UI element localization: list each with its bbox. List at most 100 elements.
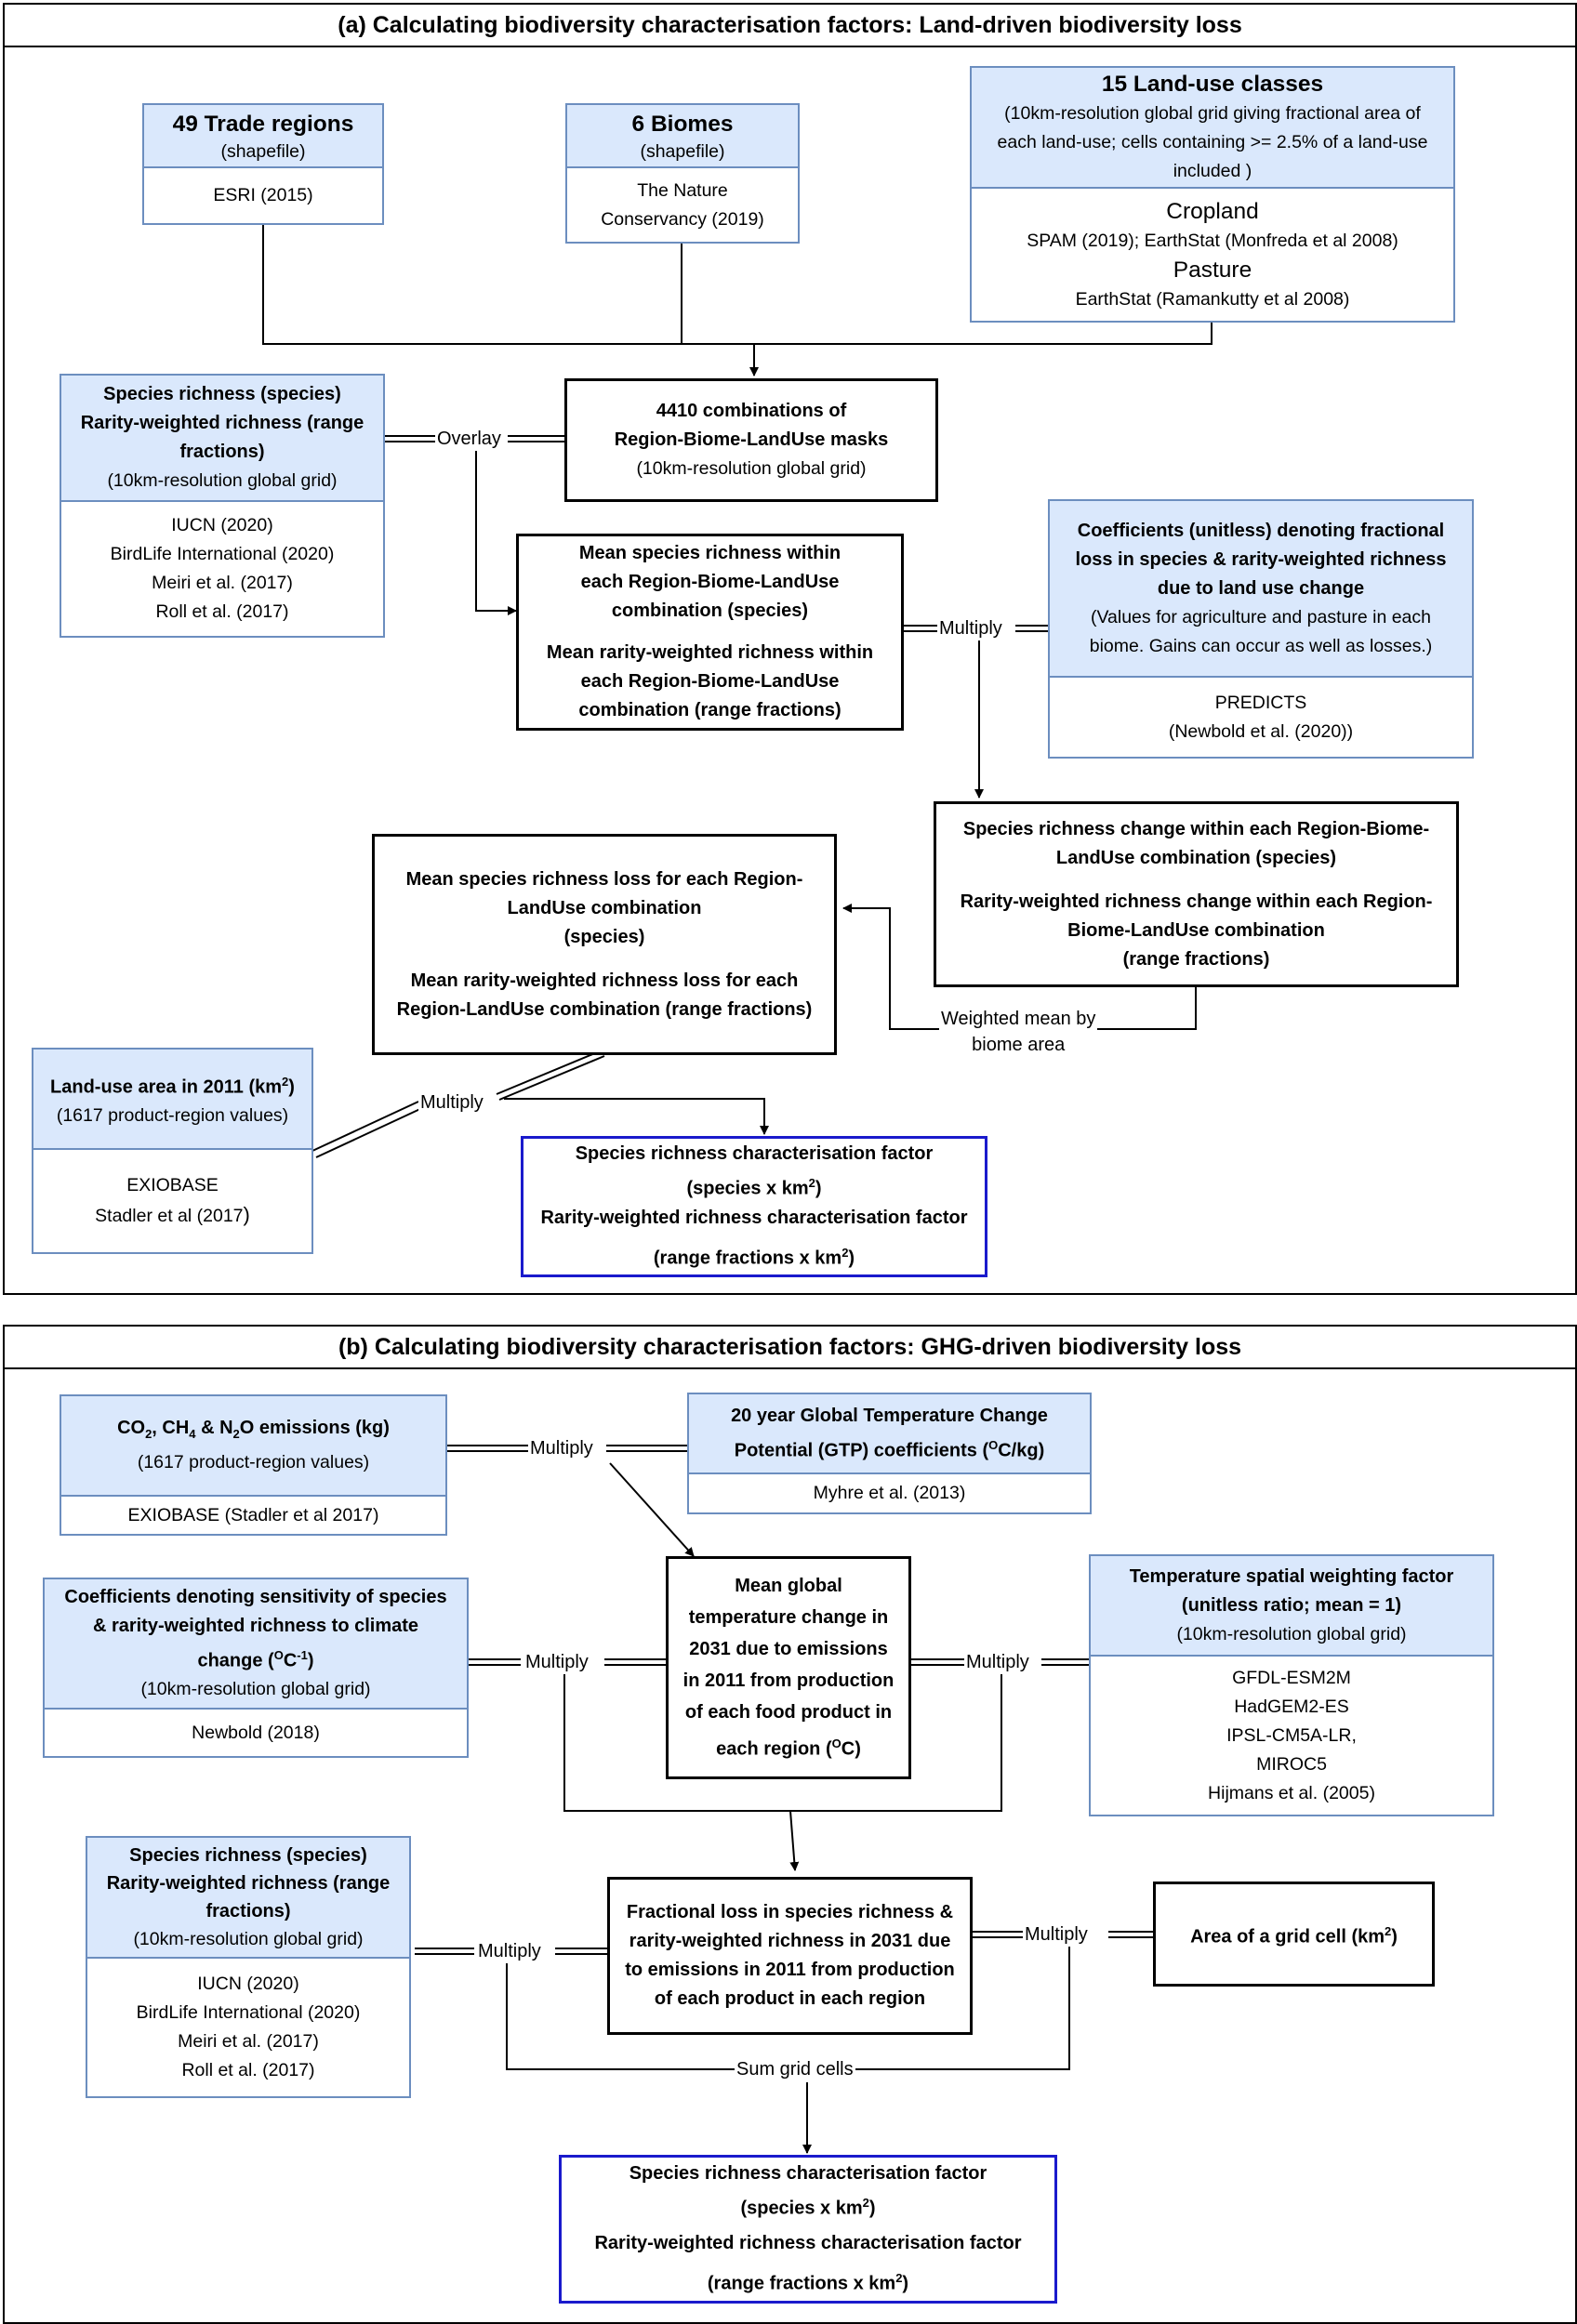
- land-use-classes-title: 15 Land-use classes: [1101, 72, 1324, 97]
- biomes-box: 6 Biomes (shapefile) The Nature Conserva…: [565, 103, 800, 244]
- result-b-line-1: Species richness characterisation factor: [629, 2163, 987, 2185]
- label-multiply-emissions-gtp: Multiply: [528, 1436, 595, 1460]
- species-richness-a-grid: (10km-resolution global grid): [107, 470, 338, 491]
- species-richness-b-line-3: fractions): [205, 1901, 291, 1921]
- panel-b: (b) Calculating biodiversity characteris…: [3, 1325, 1577, 2324]
- sensitivity-box: Coefficients denoting sensitivity of spe…: [43, 1578, 469, 1758]
- species-richness-b-box: Species richness (species) Rarity-weight…: [86, 1836, 411, 2098]
- connector-weighted-mean: [842, 904, 1197, 1030]
- spatial-weight-source-3: IPSL-CM5A-LR,: [1226, 1724, 1357, 1746]
- mean-richness-box: Mean species richness within each Region…: [516, 534, 904, 731]
- arrow-to-temp-change: [609, 1462, 695, 1557]
- coefficients-box: Coefficients (unitless) denoting fractio…: [1048, 499, 1474, 759]
- label-sum-grid-cells: Sum grid cells: [735, 2057, 855, 2081]
- mean-richness-line-2: each Region-Biome-LandUse: [580, 572, 840, 592]
- emissions-subtitle: (1617 product-region values): [137, 1452, 370, 1472]
- result-a-line-3: Rarity-weighted richness characterisatio…: [540, 1208, 968, 1228]
- panel-a: (a) Calculating biodiversity characteris…: [3, 3, 1577, 1295]
- mean-richness-line-1: Mean species richness within: [578, 543, 842, 563]
- combinations-line-1: 4410 combinations of: [656, 401, 847, 421]
- richness-change-line-2: LandUse combination (species): [1055, 847, 1337, 868]
- label-multiply-coefficients: Multiply: [937, 616, 1004, 640]
- spatial-weight-grid: (10km-resolution global grid): [1176, 1623, 1407, 1644]
- cropland-sources: SPAM (2019); EarthStat (Monfreda et al 2…: [1027, 231, 1398, 251]
- mean-loss-line-2: LandUse combination: [507, 897, 702, 918]
- temp-change-line-2: temperature change in: [688, 1607, 889, 1629]
- mean-rarity-line-2: each Region-Biome-LandUse: [580, 671, 840, 692]
- label-overlay: Overlay: [435, 427, 503, 451]
- land-use-classes-desc-3: included ): [1173, 161, 1252, 181]
- species-richness-b-line-1: Species richness (species): [129, 1845, 367, 1866]
- species-richness-a-source-2: BirdLife International (2020): [110, 544, 335, 564]
- sensitivity-grid: (10km-resolution global grid): [140, 1679, 371, 1700]
- gtp-line-2: Potential (GTP) coefficients (OC/kg): [734, 1437, 1045, 1461]
- result-a-box: Species richness characterisation factor…: [521, 1136, 987, 1277]
- arrow-to-fractional-loss: [789, 1810, 800, 1871]
- land-use-area-title: Land-use area in 2011 (km2): [50, 1074, 295, 1098]
- result-b-line-2: (species x km2): [740, 2196, 876, 2219]
- spatial-weight-source-2: HadGEM2-ES: [1234, 1696, 1349, 1717]
- species-richness-a-source-4: Roll et al. (2017): [155, 601, 289, 622]
- coefficients-line-2: loss in species & rarity-weighted richne…: [1075, 548, 1447, 570]
- coefficients-note-1: (Values for agriculture and pasture in e…: [1090, 606, 1431, 627]
- pasture-sources: EarthStat (Ramankutty et al 2008): [1075, 289, 1350, 310]
- spatial-weight-line-1: Temperature spatial weighting factor: [1129, 1565, 1454, 1587]
- result-b-line-3: Rarity-weighted richness characterisatio…: [594, 2233, 1022, 2253]
- result-a-line-4: (range fractions x km2): [653, 1246, 855, 1269]
- combinations-box: 4410 combinations of Region-Biome-LandUs…: [564, 378, 938, 502]
- label-multiply-grid-cell: Multiply: [1023, 1922, 1090, 1947]
- species-richness-a-source-3: Meiri et al. (2017): [152, 573, 293, 593]
- mean-rarity-loss-line-1: Mean rarity-weighted richness loss for e…: [410, 970, 799, 991]
- spatial-weight-box: Temperature spatial weighting factor (un…: [1089, 1554, 1494, 1816]
- grid-cell-area-title: Area of a grid cell (km2): [1190, 1923, 1398, 1948]
- biomes-source-line-1: The Nature: [637, 179, 728, 201]
- spatial-weight-source-4: MIROC5: [1256, 1753, 1327, 1775]
- richness-change-box: Species richness change within each Regi…: [934, 801, 1459, 987]
- species-richness-b-source-3: Meiri et al. (2017): [178, 2031, 319, 2052]
- fractional-loss-line-3: to emissions in 2011 from production: [625, 1960, 955, 1980]
- sensitivity-line-3: change (OC-1): [197, 1647, 314, 1671]
- mean-rarity-line-1: Mean rarity-weighted richness within: [546, 642, 874, 663]
- coefficients-source-2: (Newbold et al. (2020)): [1168, 720, 1354, 742]
- multiply-area-line-2: [315, 1107, 423, 1158]
- trade-regions-source: ESRI (2015): [213, 185, 313, 205]
- emissions-title: CO2, CH4 & N2O emissions (kg): [117, 1418, 390, 1441]
- label-weighted-mean: Weighted mean by biome area: [939, 1006, 1098, 1058]
- combinations-line-2: Region-Biome-LandUse masks: [614, 429, 889, 450]
- panel-b-title: (b) Calculating biodiversity characteris…: [5, 1327, 1575, 1369]
- sensitivity-source: Newbold (2018): [192, 1722, 320, 1743]
- species-richness-b-source-2: BirdLife International (2020): [136, 2002, 361, 2023]
- spatial-weight-source-1: GFDL-ESM2M: [1232, 1667, 1351, 1688]
- result-b-line-4: (range fractions x km2): [707, 2271, 909, 2294]
- species-richness-b-source-4: Roll et al. (2017): [181, 2060, 315, 2080]
- fractional-loss-box: Fractional loss in species richness & ra…: [607, 1877, 973, 2035]
- species-richness-a-line-2: Rarity-weighted richness (range: [80, 413, 364, 433]
- mean-richness-line-3: combination (species): [611, 601, 809, 621]
- mean-loss-line-1: Mean species richness loss for each Regi…: [405, 868, 803, 890]
- result-b-box: Species richness characterisation factor…: [559, 2155, 1057, 2304]
- emissions-box: CO2, CH4 & N2O emissions (kg) (1617 prod…: [60, 1394, 447, 1536]
- sensitivity-line-2: & rarity-weighted richness to climate: [92, 1615, 419, 1636]
- trade-regions-box: 49 Trade regions (shapefile) ESRI (2015): [142, 103, 384, 225]
- biomes-source-line-2: Conservancy (2019): [601, 208, 764, 230]
- trade-regions-title: 49 Trade regions: [172, 111, 354, 137]
- arrow-overlay-to-mean: [475, 451, 517, 615]
- result-a-line-1: Species richness characterisation factor: [575, 1143, 934, 1165]
- land-use-area-source-2: Stadler et al (2017): [95, 1203, 250, 1226]
- fractional-loss-line-4: of each product in each region: [654, 1988, 926, 2009]
- cropland-heading: Cropland: [1166, 199, 1259, 224]
- gtp-box: 20 year Global Temperature Change Potent…: [687, 1393, 1092, 1514]
- richness-change-line-1: Species richness change within each Regi…: [962, 818, 1430, 839]
- land-use-area-source-1: EXIOBASE: [126, 1175, 219, 1195]
- land-use-area-box: Land-use area in 2011 (km2) (1617 produc…: [32, 1048, 313, 1254]
- result-a-line-2: (species x km2): [686, 1176, 822, 1199]
- combinations-line-3: (10km-resolution global grid): [636, 458, 867, 479]
- land-use-classes-box: 15 Land-use classes (10km-resolution glo…: [970, 66, 1455, 323]
- species-richness-b-grid: (10km-resolution global grid): [133, 1929, 364, 1949]
- connector-sensitivity-weight: [563, 1673, 1002, 1812]
- gtp-line-1: 20 year Global Temperature Change: [731, 1405, 1048, 1426]
- rarity-change-line-2: Biome-LandUse combination: [1067, 919, 1325, 941]
- species-richness-a-box: Species richness (species) Rarity-weight…: [60, 374, 385, 638]
